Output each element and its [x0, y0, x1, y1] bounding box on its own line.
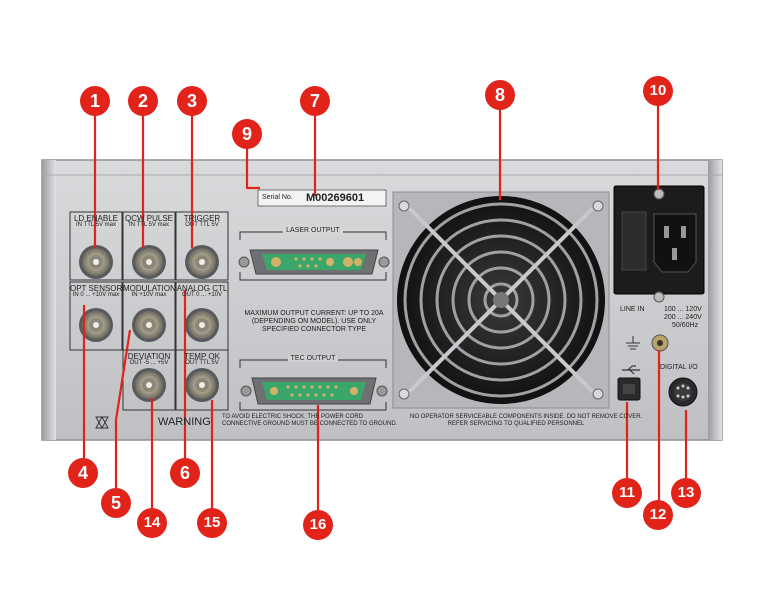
voltage-line-2: 200 ... 240V — [664, 314, 702, 321]
callout-15: 15 — [197, 508, 227, 538]
qcw-pulse-title: QCW PULSE — [124, 214, 173, 223]
callout-14: 14 — [137, 508, 167, 538]
bnc-connectors — [79, 245, 219, 402]
callout-16: 16 — [303, 510, 333, 540]
deviation-title: DEVIATION — [127, 352, 171, 361]
tec-output-text: TEC OUTPUT — [287, 355, 339, 362]
tec-output-label: TEC OUTPUT — [240, 355, 386, 363]
laser-output-label: LASER OUTPUT — [240, 227, 386, 235]
serial-label: Serial No. — [262, 194, 293, 201]
callout-9: 9 — [232, 119, 262, 149]
warning-title: WARNING — [158, 416, 211, 428]
modulation-sub: IN +10V max — [131, 292, 167, 298]
trigger-sub: OUT TTL 5V — [185, 222, 219, 228]
warning-line-2: CONNECTIVE GROUND MUST BE CONNECTED TO G… — [222, 421, 398, 427]
analog-ctl-title: ANALOG CTL — [176, 284, 228, 293]
callout-5: 5 — [101, 488, 131, 518]
opt-sensor-title: OPT SENSOR — [70, 284, 123, 293]
callout-leaders — [82, 103, 688, 510]
deviation-sub: OUT -5 ... +5V — [129, 360, 169, 366]
callout-10: 10 — [643, 76, 673, 106]
voltage-line-3: 50/60Hz — [672, 322, 699, 329]
callout-4: 4 — [68, 458, 98, 488]
callout-6: 6 — [170, 458, 200, 488]
callout-8: 8 — [485, 80, 515, 110]
callout-11: 11 — [612, 478, 642, 508]
callout-2: 2 — [128, 86, 158, 116]
callout-7: 7 — [300, 86, 330, 116]
temp-ok-title: TEMP OK — [184, 352, 220, 361]
opt-sensor-sub: IN 0 ... +10V max — [72, 292, 120, 298]
trigger-title: TRIGGER — [183, 214, 221, 223]
ld-enable-sub: IN TTL 5V max — [75, 222, 116, 228]
serial-number: M00269601 — [306, 192, 365, 204]
voltage-line-1: 100 ... 120V — [664, 306, 702, 313]
modulation-title: MODULATION — [123, 284, 176, 293]
service-line-2: REFER SERVICING TO QUALIFIED PERSONNEL — [447, 421, 585, 427]
qcw-pulse-sub: IN TTL 5V max — [128, 222, 169, 228]
temp-ok-sub: OUT TTL 5V — [185, 360, 219, 366]
fan-grille — [392, 191, 610, 409]
warning-line-1: TO AVOID ELECTRIC SHOCK, THE POWER CORD — [222, 414, 364, 420]
max-current-line-3: SPECIFIED CONNECTOR TYPE — [262, 326, 366, 333]
max-current-line-2: (DEPENDING ON MODEL). USE ONLY — [251, 318, 377, 325]
callout-3: 3 — [177, 86, 207, 116]
max-current-line-1: MAXIMUM OUTPUT CURRENT: UP TO 20A — [244, 310, 384, 317]
service-line-1: NO OPERATOR SERVICEABLE COMPONENTS INSID… — [410, 414, 643, 420]
laser-output-text: LASER OUTPUT — [283, 227, 343, 234]
digital-io-label: DIGITAL I/O — [660, 364, 698, 371]
ld-enable-title: LD ENABLE — [73, 214, 119, 223]
analog-ctl-sub: OUT 0 ... +10V — [181, 292, 223, 298]
callout-12: 12 — [643, 500, 673, 530]
callout-13: 13 — [671, 478, 701, 508]
callout-1: 1 — [80, 86, 110, 116]
line-in-label: LINE IN — [620, 306, 645, 313]
